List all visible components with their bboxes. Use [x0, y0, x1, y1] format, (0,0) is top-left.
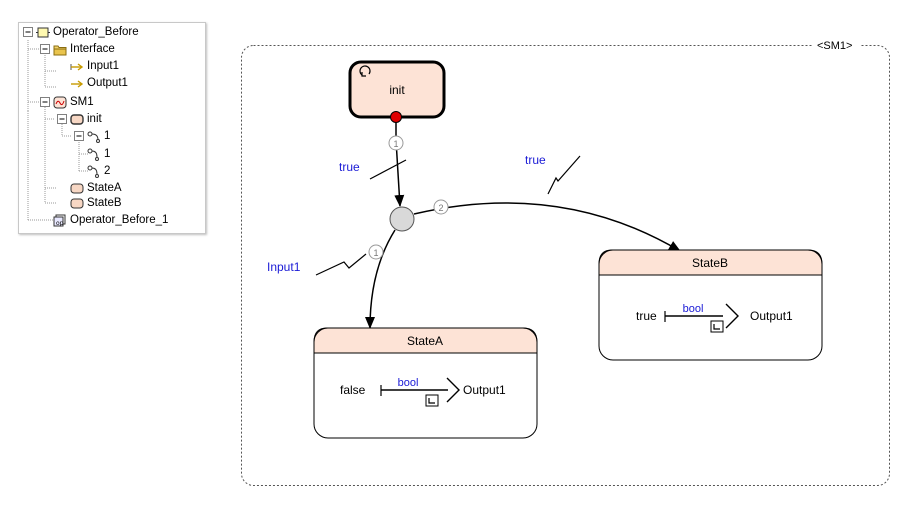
branch-b-guard-tick: [547, 155, 581, 195]
tree-label: init: [87, 113, 102, 125]
tree-item-operator-before-1[interactable]: op Operator_Before_1: [53, 213, 168, 228]
branch-b-guard: true: [525, 153, 546, 167]
state-b-value: true: [636, 309, 657, 323]
tree-item-output1[interactable]: Output1: [70, 76, 128, 91]
svg-text:op: op: [56, 220, 64, 227]
branch-a-guard: Input1: [267, 260, 301, 274]
tree-label: Operator_Before_1: [70, 214, 169, 226]
last-value-icon: [425, 394, 439, 407]
state-a-flow: [380, 377, 460, 403]
junction-node[interactable]: [389, 206, 415, 232]
sm1-frame-label: <SM1>: [817, 40, 852, 52]
init-transition-arrow[interactable]: [394, 117, 405, 207]
tree-item-transition-1[interactable]: 1: [87, 129, 110, 144]
state-b[interactable]: [598, 249, 823, 361]
tree-label: Interface: [70, 43, 115, 55]
init-transition-source-dot: [390, 111, 402, 123]
tree-label: SM1: [70, 96, 94, 108]
tree-label: Input1: [87, 60, 119, 72]
initial-state-icon: [359, 65, 371, 77]
tree-label: 1: [104, 130, 111, 142]
tree-item-transition-1-2[interactable]: 2: [87, 164, 110, 179]
state-icon: [70, 113, 84, 126]
init-transition-priority: 1: [393, 139, 398, 149]
state-a-value: false: [340, 383, 366, 397]
operator-instance-icon: op: [53, 214, 67, 227]
branch-b-priority: 2: [438, 203, 443, 213]
tree-connector-lines: [27, 40, 89, 221]
output-arrow-icon: [70, 77, 84, 90]
tree-item-statea[interactable]: StateA: [70, 181, 122, 196]
operator-icon: [36, 26, 50, 39]
state-icon: [70, 197, 84, 210]
tree-label: 1: [104, 148, 111, 160]
state-a-output: Output1: [463, 383, 506, 397]
tree-item-interface[interactable]: Interface: [53, 42, 115, 57]
tree-item-input1[interactable]: Input1: [70, 59, 119, 74]
init-state-label: init: [389, 83, 405, 97]
branch-a-priority: 1: [373, 248, 378, 258]
transition-icon: [87, 165, 101, 178]
tree-item-transition-1-1[interactable]: 1: [87, 147, 110, 162]
transition-icon: [87, 148, 101, 161]
tree-label: StateA: [87, 182, 122, 194]
branch-b-transition-arrow[interactable]: [413, 202, 681, 252]
tree-label: Output1: [87, 77, 128, 89]
init-transition-guard: true: [339, 160, 360, 174]
state-b-type: bool: [683, 303, 704, 315]
state-machine-icon: [53, 96, 67, 109]
project-tree: Operator_Before Interface Input1 Output1…: [18, 22, 206, 234]
tree-item-operator-before[interactable]: Operator_Before: [36, 25, 139, 40]
state-a-title: StateA: [407, 334, 443, 348]
tree-item-init[interactable]: init: [70, 112, 102, 127]
state-icon: [70, 182, 84, 195]
folder-icon: [53, 43, 67, 56]
state-a-type: bool: [398, 377, 419, 389]
last-value-icon: [710, 320, 724, 333]
state-b-title: StateB: [692, 256, 728, 270]
state-b-output: Output1: [750, 309, 793, 323]
tree-item-stateb[interactable]: StateB: [70, 196, 122, 211]
state-b-flow: [664, 303, 739, 329]
tree-label: Operator_Before: [53, 26, 139, 38]
branch-a-guard-tick: [315, 253, 367, 276]
branch-a-transition-arrow[interactable]: [365, 229, 396, 329]
sm1-frame: [241, 45, 890, 486]
transition-fork-icon: [87, 130, 101, 143]
state-a[interactable]: [313, 327, 538, 439]
input-arrow-icon: [70, 60, 84, 73]
tree-label: 2: [104, 165, 111, 177]
init-transition-guard-tick: [369, 159, 407, 180]
tree-label: StateB: [87, 197, 122, 209]
tree-item-sm1[interactable]: SM1: [53, 95, 94, 110]
